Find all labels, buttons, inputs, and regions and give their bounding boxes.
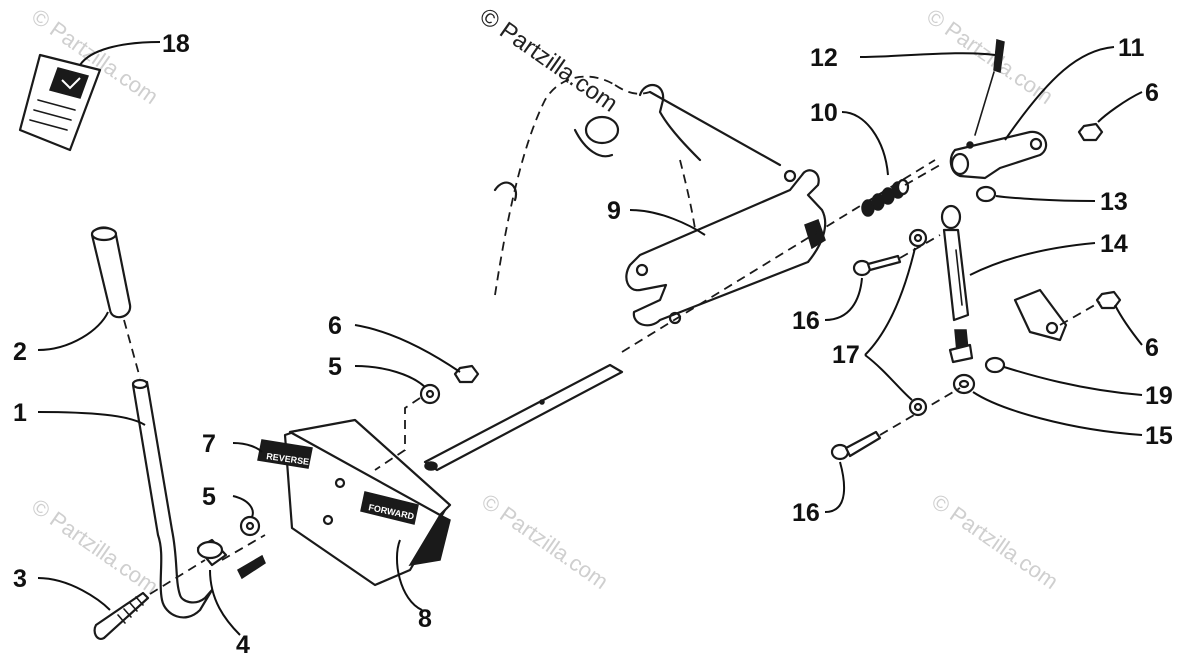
callout-13: 13 <box>1100 188 1128 216</box>
lever-knob-part <box>90 226 141 379</box>
callout-6-left: 6 <box>328 312 342 340</box>
washer-17-lower-hole <box>913 402 923 412</box>
shift-lever-part <box>131 378 214 619</box>
callout-15: 15 <box>1145 422 1173 450</box>
washer-17-upper <box>908 228 928 248</box>
watermark-tr: © Partzilla.com <box>922 4 1058 110</box>
reverse-decal: REVERSE <box>257 439 313 469</box>
watermark-br: © Partzilla.com <box>927 489 1063 595</box>
callout-4: 4 <box>236 631 250 659</box>
shift-plate-part: REVERSE FORWARD <box>257 418 452 587</box>
watermark-bm: © Partzilla.com <box>477 489 613 595</box>
callout-2: 2 <box>13 338 27 366</box>
watermark-bl: © Partzilla.com <box>27 494 163 600</box>
leader-lines <box>37 41 1143 636</box>
washer-lower-part <box>239 515 261 537</box>
bracket-part <box>625 169 827 327</box>
pivot-bolt-part <box>93 559 206 640</box>
callout-11: 11 <box>1118 34 1145 62</box>
callout-16-upper: 16 <box>792 307 820 335</box>
washer-lower-hole <box>245 521 255 531</box>
callout-5-lower: 5 <box>202 483 216 511</box>
callout-14: 14 <box>1100 230 1128 258</box>
callout-9: 9 <box>607 197 621 225</box>
callout-3: 3 <box>13 565 27 593</box>
callout-8: 8 <box>418 605 432 633</box>
spring-guide <box>904 164 941 186</box>
callout-12: 12 <box>810 44 838 72</box>
callout-1: 1 <box>13 399 27 427</box>
lower-arm-bracket <box>1013 288 1101 342</box>
callout-5-upper: 5 <box>328 353 342 381</box>
washer-17-lower <box>908 397 928 417</box>
upper-washer-guide <box>374 397 421 471</box>
rod-end-part <box>952 373 976 395</box>
pivot-arm-part <box>949 130 1048 180</box>
bushing-lower-part <box>984 356 1006 374</box>
nut-mid-right-part <box>1095 290 1122 310</box>
frame-outline <box>493 75 782 296</box>
callout-10: 10 <box>810 99 838 127</box>
spring-part <box>861 178 910 217</box>
callout-6-top: 6 <box>1145 79 1159 107</box>
callout-6-mid: 6 <box>1145 334 1159 362</box>
callout-numbers: 18 2 1 3 4 5 7 8 6 5 9 10 12 11 6 13 14 … <box>13 30 1173 659</box>
callout-17: 17 <box>832 341 860 369</box>
bolt-upper-part <box>852 254 902 277</box>
watermark-center: © Partzilla.com <box>475 3 623 118</box>
watermark-group: © Partzilla.com © Partzilla.com © Partzi… <box>27 3 1063 599</box>
callout-19: 19 <box>1145 382 1173 410</box>
roll-pin-part <box>974 39 1005 136</box>
washer-upper-part <box>419 383 441 405</box>
callout-16-lower: 16 <box>792 499 820 527</box>
turnbuckle-part <box>940 204 974 364</box>
spacer-bushing-part <box>196 534 266 580</box>
washer-upper-hole <box>425 389 435 399</box>
bolt-lower-part <box>830 430 882 461</box>
nut-top-right-part <box>1077 122 1104 142</box>
washer-17-upper-hole <box>913 233 923 243</box>
decal-card-part <box>18 53 102 152</box>
bushing-upper-part <box>975 185 997 203</box>
callout-18: 18 <box>162 30 190 58</box>
callout-7: 7 <box>202 430 216 458</box>
nut-left-part <box>453 364 480 384</box>
